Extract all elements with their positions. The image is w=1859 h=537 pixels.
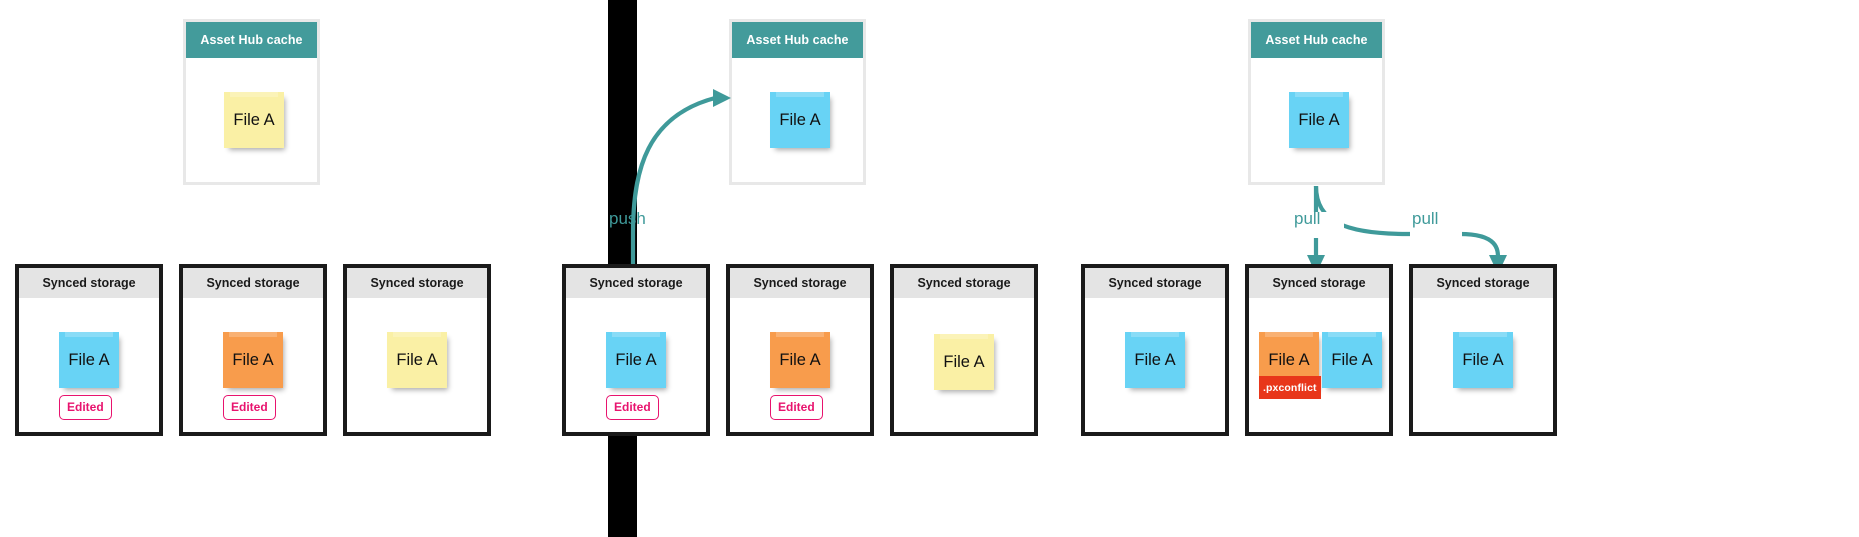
- file-note-label: File A: [68, 350, 110, 369]
- asset-hub-cache-title: Asset Hub cache: [1265, 33, 1368, 47]
- synced-storage-header: Synced storage: [566, 268, 706, 298]
- synced-storage-title: Synced storage: [917, 276, 1011, 290]
- asset-hub-cache-box: Asset Hub cache File A: [1248, 19, 1385, 185]
- synced-storage-box-3: Synced storage File A: [890, 264, 1038, 436]
- asset-hub-cache-header: Asset Hub cache: [732, 22, 863, 58]
- synced-storage-box-2: Synced storage File A .pxconflict File A: [1245, 264, 1393, 436]
- asset-hub-cache-box: Asset Hub cache File A: [183, 19, 320, 185]
- file-note-label: File A: [779, 350, 821, 369]
- panel-1-local-edits: Asset Hub cache File A Synced storage Fi…: [0, 0, 600, 537]
- synced-storage-title: Synced storage: [206, 276, 300, 290]
- status-badge-pxconflict: .pxconflict: [1259, 376, 1321, 399]
- file-note-label: File A: [943, 352, 985, 371]
- pull-arrow-label-1: pull: [1294, 209, 1321, 228]
- file-note[interactable]: File A: [1322, 332, 1382, 388]
- synced-storage-header: Synced storage: [1085, 268, 1225, 298]
- file-note[interactable]: File A: [387, 332, 447, 388]
- synced-storage-body: File A Edited: [730, 298, 870, 436]
- synced-storage-title: Synced storage: [1272, 276, 1366, 290]
- status-badge-label: Edited: [614, 400, 651, 414]
- synced-storage-box-1: Synced storage File A: [1081, 264, 1229, 436]
- file-note[interactable]: File A: [1289, 92, 1349, 148]
- synced-storage-header: Synced storage: [894, 268, 1034, 298]
- asset-hub-cache-title: Asset Hub cache: [746, 33, 849, 47]
- synced-storage-box-1: Synced storage File A Edited: [15, 264, 163, 436]
- push-arrow-path: [630, 95, 716, 265]
- file-note-label: File A: [232, 350, 274, 369]
- status-badge-edited: Edited: [606, 395, 659, 420]
- file-note[interactable]: File A: [223, 332, 283, 388]
- synced-storage-title: Synced storage: [1108, 276, 1202, 290]
- pull-arrow-label-2: pull: [1412, 209, 1439, 228]
- file-note[interactable]: File A: [606, 332, 666, 388]
- asset-hub-cache-header: Asset Hub cache: [186, 22, 317, 58]
- synced-storage-title: Synced storage: [753, 276, 847, 290]
- synced-storage-body: File A: [894, 298, 1034, 436]
- file-note[interactable]: File A: [224, 92, 284, 148]
- status-badge-edited: Edited: [770, 395, 823, 420]
- file-note-label: File A: [779, 110, 821, 129]
- synced-storage-box-2: Synced storage File A Edited: [179, 264, 327, 436]
- pull-arrow-path-2: [1313, 185, 1501, 259]
- status-badge-edited: Edited: [223, 395, 276, 420]
- file-note-label: File A: [1462, 350, 1504, 369]
- synced-storage-body: File A Edited: [183, 298, 323, 436]
- status-badge-edited: Edited: [59, 395, 112, 420]
- synced-storage-header: Synced storage: [347, 268, 487, 298]
- file-note-label: File A: [615, 350, 657, 369]
- file-note[interactable]: File A: [59, 332, 119, 388]
- file-note[interactable]: File A: [1453, 332, 1513, 388]
- synced-storage-body: File A: [1085, 298, 1225, 436]
- panel-2-push: Asset Hub cache File A push Synced stora…: [562, 0, 1077, 537]
- file-note[interactable]: File A: [934, 334, 994, 390]
- file-note-label: File A: [1268, 350, 1310, 369]
- push-arrow-label: push: [609, 209, 646, 228]
- synced-storage-body: File A: [1413, 298, 1553, 436]
- file-note[interactable]: File A: [770, 332, 830, 388]
- synced-storage-body: File A .pxconflict File A: [1249, 298, 1389, 436]
- synced-storage-box-3: Synced storage File A: [1409, 264, 1557, 436]
- file-note[interactable]: File A: [1125, 332, 1185, 388]
- synced-storage-title: Synced storage: [1436, 276, 1530, 290]
- synced-storage-header: Synced storage: [183, 268, 323, 298]
- synced-storage-box-3: Synced storage File A: [343, 264, 491, 436]
- asset-hub-cache-title: Asset Hub cache: [200, 33, 303, 47]
- synced-storage-title: Synced storage: [42, 276, 136, 290]
- asset-hub-cache-box: Asset Hub cache File A: [729, 19, 866, 185]
- synced-storage-box-1: Synced storage File A Edited: [562, 264, 710, 436]
- file-note-label: File A: [1134, 350, 1176, 369]
- file-note-label: File A: [1331, 350, 1373, 369]
- file-note-label: File A: [233, 110, 275, 129]
- synced-storage-header: Synced storage: [1249, 268, 1389, 298]
- asset-hub-cache-body: File A: [1251, 58, 1382, 185]
- synced-storage-header: Synced storage: [730, 268, 870, 298]
- asset-hub-cache-header: Asset Hub cache: [1251, 22, 1382, 58]
- status-badge-label: Edited: [231, 400, 268, 414]
- file-note-label: File A: [1298, 110, 1340, 129]
- synced-storage-title: Synced storage: [589, 276, 683, 290]
- status-badge-label: .pxconflict: [1263, 382, 1317, 394]
- asset-hub-cache-body: File A: [186, 58, 317, 185]
- status-badge-label: Edited: [778, 400, 815, 414]
- synced-storage-header: Synced storage: [1413, 268, 1553, 298]
- synced-storage-body: File A Edited: [19, 298, 159, 436]
- synced-storage-header: Synced storage: [19, 268, 159, 298]
- file-note-label: File A: [396, 350, 438, 369]
- asset-hub-cache-body: File A: [732, 58, 863, 185]
- panel-3-pull: Asset Hub cache File A pull pull Synced …: [1078, 0, 1859, 537]
- synced-storage-body: File A: [347, 298, 487, 436]
- synced-storage-title: Synced storage: [370, 276, 464, 290]
- file-note[interactable]: File A: [770, 92, 830, 148]
- synced-storage-body: File A Edited: [566, 298, 706, 436]
- synced-storage-box-2: Synced storage File A Edited: [726, 264, 874, 436]
- status-badge-label: Edited: [67, 400, 104, 414]
